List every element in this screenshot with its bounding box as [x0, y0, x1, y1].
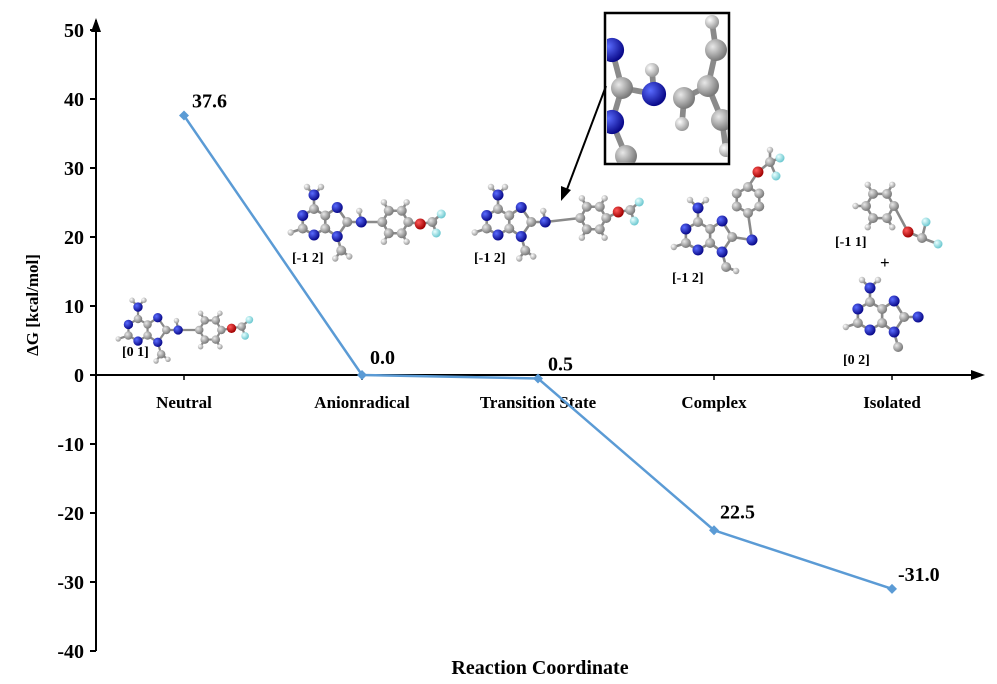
series-line	[179, 110, 897, 594]
y-axis-ticks: 50 40 30 20 10 0 -10 -20 -30 -40	[57, 20, 96, 663]
y-tick-label: 10	[64, 296, 84, 318]
y-tick-label: 0	[74, 365, 84, 387]
data-label: 22.5	[720, 501, 755, 523]
x-category-labels: Neutral Anionradical Transition State Compl…	[156, 375, 921, 412]
molecule-isolated	[842, 181, 943, 352]
y-tick-label: 40	[64, 89, 84, 111]
x-category-label: Isolated	[863, 393, 921, 412]
data-label: -31.0	[898, 564, 940, 586]
structure-label-isolated-top: [-1 1]	[835, 235, 867, 250]
y-tick-label: -30	[57, 572, 84, 594]
data-point-marker	[709, 525, 719, 536]
data-point-marker	[533, 373, 543, 384]
molecule-complex	[670, 146, 785, 275]
molecule-neutral	[115, 297, 254, 364]
y-tick-label: 20	[64, 227, 84, 249]
structure-label-complex: [-1 2]	[672, 271, 704, 286]
structure-label-anionradical: [-1 2]	[292, 251, 324, 266]
y-tick-label: 50	[64, 20, 84, 42]
x-category-label: Transition State	[480, 393, 597, 412]
x-category-label: Complex	[681, 393, 747, 412]
structure-label-neutral: [0 1]	[122, 345, 149, 360]
data-label: 0.0	[370, 347, 395, 369]
x-axis-arrowhead	[971, 370, 985, 380]
x-category-label: Anionradical	[314, 393, 410, 412]
data-label: 0.5	[548, 353, 573, 375]
structure-label-isolated-bottom: [0 2]	[843, 353, 870, 368]
structure-label-isolated-plus: +	[880, 253, 890, 272]
y-axis-title: ΔG [kcal/mol]	[23, 254, 42, 356]
y-tick-label: -10	[57, 434, 84, 456]
y-tick-label: -20	[57, 503, 84, 525]
series-path	[182, 114, 893, 591]
x-axis-title: Reaction Coordinate	[451, 657, 628, 679]
molecule-transition-state	[471, 183, 644, 262]
x-category-label: Neutral	[156, 393, 212, 412]
y-tick-label: -40	[57, 641, 84, 663]
data-point-marker	[357, 370, 367, 380]
data-point-marker	[179, 110, 189, 121]
y-axis-arrowhead	[91, 18, 101, 32]
axes	[91, 18, 985, 651]
inset-zoom	[603, 11, 731, 166]
data-labels: 37.6 0.0 0.5 22.5 -31.0	[192, 91, 940, 586]
y-tick-label: 30	[64, 158, 84, 180]
inset-arrow	[561, 85, 607, 201]
data-point-marker	[887, 583, 897, 594]
data-label: 37.6	[192, 91, 227, 113]
molecule-anionradical	[287, 183, 446, 262]
structure-label-transition-state: [-1 2]	[474, 251, 506, 266]
